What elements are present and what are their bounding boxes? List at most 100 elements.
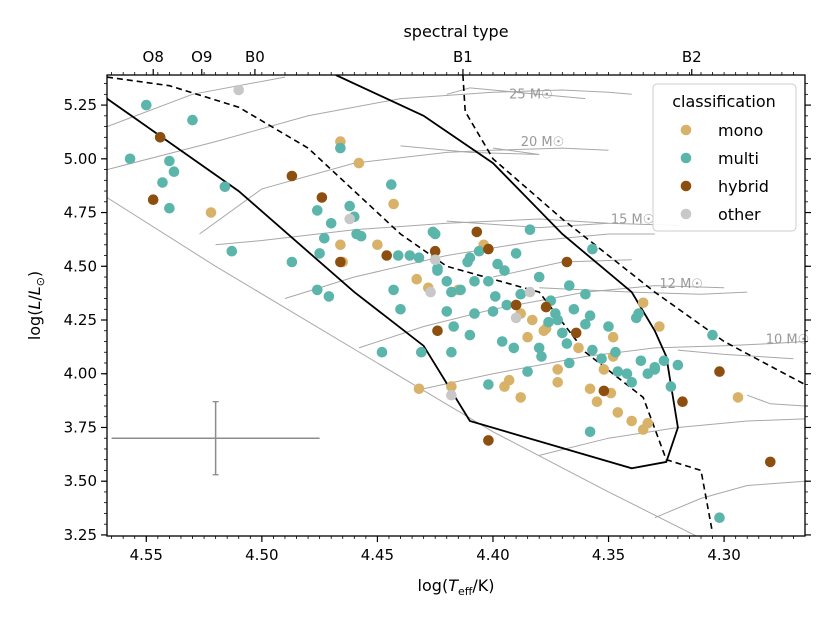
point-multi xyxy=(596,353,607,365)
point-hybrid xyxy=(510,299,522,311)
point-mono xyxy=(654,321,665,332)
point-mono xyxy=(522,331,533,343)
track-9-hook xyxy=(747,394,805,407)
point-multi xyxy=(707,329,718,341)
track-7 xyxy=(654,480,805,519)
spectral-type-label: B2 xyxy=(682,48,702,66)
point-multi xyxy=(543,316,554,328)
point-multi xyxy=(157,177,168,188)
y-tick-label: 5.00 xyxy=(64,150,97,168)
point-multi xyxy=(473,245,485,257)
point-hybrid xyxy=(471,226,483,238)
point-multi xyxy=(626,377,637,388)
point-hybrid xyxy=(483,243,494,255)
point-multi xyxy=(612,366,624,377)
data-points xyxy=(124,84,776,523)
track-25-hook xyxy=(446,87,586,100)
point-multi xyxy=(312,284,323,296)
point-mono xyxy=(626,415,637,427)
point-mono xyxy=(732,392,744,403)
point-multi xyxy=(580,319,591,330)
point-multi xyxy=(455,284,466,296)
point-mono xyxy=(607,331,619,343)
y-tick-label: 3.25 xyxy=(64,526,97,544)
instability-strip-boundaries xyxy=(107,75,805,533)
point-multi xyxy=(312,205,323,216)
plot-frame xyxy=(106,74,806,537)
spectral-type-label: B1 xyxy=(453,48,473,66)
point-multi xyxy=(490,291,501,302)
x-tick-label: 4.55 xyxy=(130,546,163,564)
point-other xyxy=(429,254,441,266)
point-multi xyxy=(515,288,526,300)
legend-marker-mono xyxy=(680,124,692,136)
point-multi xyxy=(633,308,644,319)
point-mono xyxy=(642,417,654,429)
point-multi xyxy=(187,114,198,126)
point-mono xyxy=(446,381,457,392)
track-10-hook xyxy=(677,349,794,360)
y-axis-title: log(L/L⊙) xyxy=(25,271,47,340)
point-mono xyxy=(499,381,510,392)
zams-track xyxy=(107,197,698,536)
mass-label: 25 M☉ xyxy=(509,88,553,103)
point-multi xyxy=(319,233,330,244)
point-multi xyxy=(404,250,416,261)
y-tick-label: 3.75 xyxy=(64,418,97,436)
point-hybrid xyxy=(432,325,443,337)
x-tick-label: 4.50 xyxy=(245,546,278,564)
point-multi xyxy=(464,329,476,341)
point-mono xyxy=(515,392,526,403)
spectral-type-label: O8 xyxy=(143,48,164,66)
point-multi xyxy=(392,250,404,261)
error-bar xyxy=(111,401,320,476)
point-mono xyxy=(411,273,423,285)
point-multi xyxy=(446,346,457,358)
track-20-hook xyxy=(400,145,540,155)
point-mono xyxy=(388,198,399,210)
legend-label-multi: multi xyxy=(718,149,759,168)
point-multi xyxy=(441,276,453,287)
point-multi xyxy=(533,342,545,354)
point-multi xyxy=(621,368,633,380)
point-mono xyxy=(584,383,596,395)
top-axis-title: spectral type xyxy=(403,22,508,41)
y-tick-label: 5.25 xyxy=(64,96,97,114)
point-hybrid xyxy=(316,192,328,203)
x-axis-title: log(Teff/K) xyxy=(418,576,495,598)
spectral-type-label: B0 xyxy=(245,48,265,66)
point-mono xyxy=(205,207,217,218)
point-hybrid xyxy=(561,256,573,268)
point-multi xyxy=(314,248,325,259)
point-multi xyxy=(335,142,346,154)
point-multi xyxy=(584,426,596,438)
point-multi xyxy=(483,276,494,287)
point-mono xyxy=(552,364,563,375)
point-multi xyxy=(469,276,480,287)
point-multi xyxy=(587,243,598,255)
point-multi xyxy=(584,310,596,322)
point-hybrid xyxy=(381,250,393,261)
point-multi xyxy=(124,153,136,165)
point-multi xyxy=(483,379,494,390)
point-multi xyxy=(635,355,647,367)
track-9 xyxy=(539,418,805,456)
point-hybrid xyxy=(286,170,298,182)
point-hybrid xyxy=(570,327,582,339)
point-multi xyxy=(672,359,684,371)
point-multi xyxy=(557,327,568,339)
track-upper xyxy=(107,76,286,128)
point-mono xyxy=(335,239,346,251)
point-multi xyxy=(714,512,725,523)
point-mono xyxy=(552,377,563,388)
point-multi xyxy=(533,271,545,283)
point-hybrid xyxy=(598,385,610,397)
point-multi xyxy=(355,230,367,242)
point-mono xyxy=(573,342,584,354)
legend-label-hybrid: hybrid xyxy=(718,177,769,196)
point-multi xyxy=(665,381,677,392)
